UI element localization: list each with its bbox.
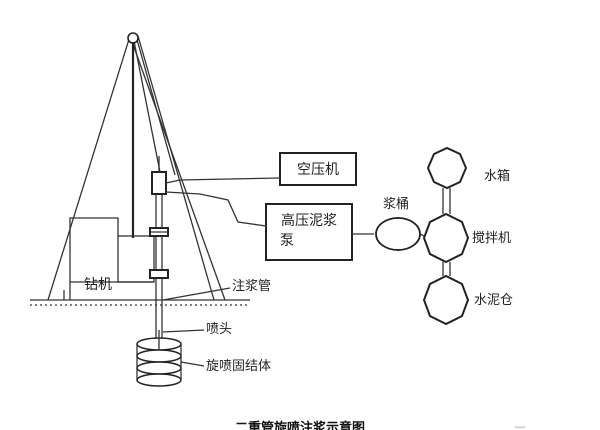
cement-silo-unit: 水泥仓 xyxy=(422,274,513,326)
hp-mud-pump-unit: 高压泥浆 泵 xyxy=(165,191,374,261)
hp-pump-label-line1: 高压泥浆 xyxy=(281,212,337,229)
mixer-label: 搅拌机 xyxy=(472,230,511,246)
drill-rig-label: 钻机 xyxy=(84,277,112,293)
water-tank-label: 水箱 xyxy=(484,168,510,184)
rod-coupling-2 xyxy=(149,269,169,279)
ground-surface xyxy=(30,299,250,306)
nozzle-label: 喷头 xyxy=(206,322,232,337)
grout-pipe-label: 注浆管 xyxy=(232,279,271,294)
air-compressor-unit: 空压机 xyxy=(165,152,357,186)
drill-rod xyxy=(149,156,169,340)
derrick-pulley xyxy=(127,32,139,44)
tank-connectors xyxy=(442,188,451,276)
callouts: 钻机 注浆管 喷头 旋喷固结体 xyxy=(84,277,271,374)
hp-pump-label-line2: 泵 xyxy=(280,233,294,249)
diagram-caption: 二重管旋喷注浆示意图 xyxy=(235,420,365,430)
watermark-text: — xyxy=(515,420,526,430)
mixer-unit: 搅拌机 xyxy=(419,212,511,264)
swivel-head xyxy=(151,171,167,195)
drill-rig-body xyxy=(63,217,155,300)
cement-silo-label: 水泥仓 xyxy=(474,293,513,308)
drill-derrick xyxy=(47,32,226,301)
air-compressor-label: 空压机 xyxy=(297,162,339,178)
slurry-bucket-label: 浆桶 xyxy=(383,197,409,212)
slurry-bucket-unit: 浆桶 xyxy=(375,197,421,252)
water-tank-unit: 水箱 xyxy=(426,146,510,190)
jet-grout-body xyxy=(136,330,182,387)
jet-grout-body-label: 旋喷固结体 xyxy=(206,359,271,374)
